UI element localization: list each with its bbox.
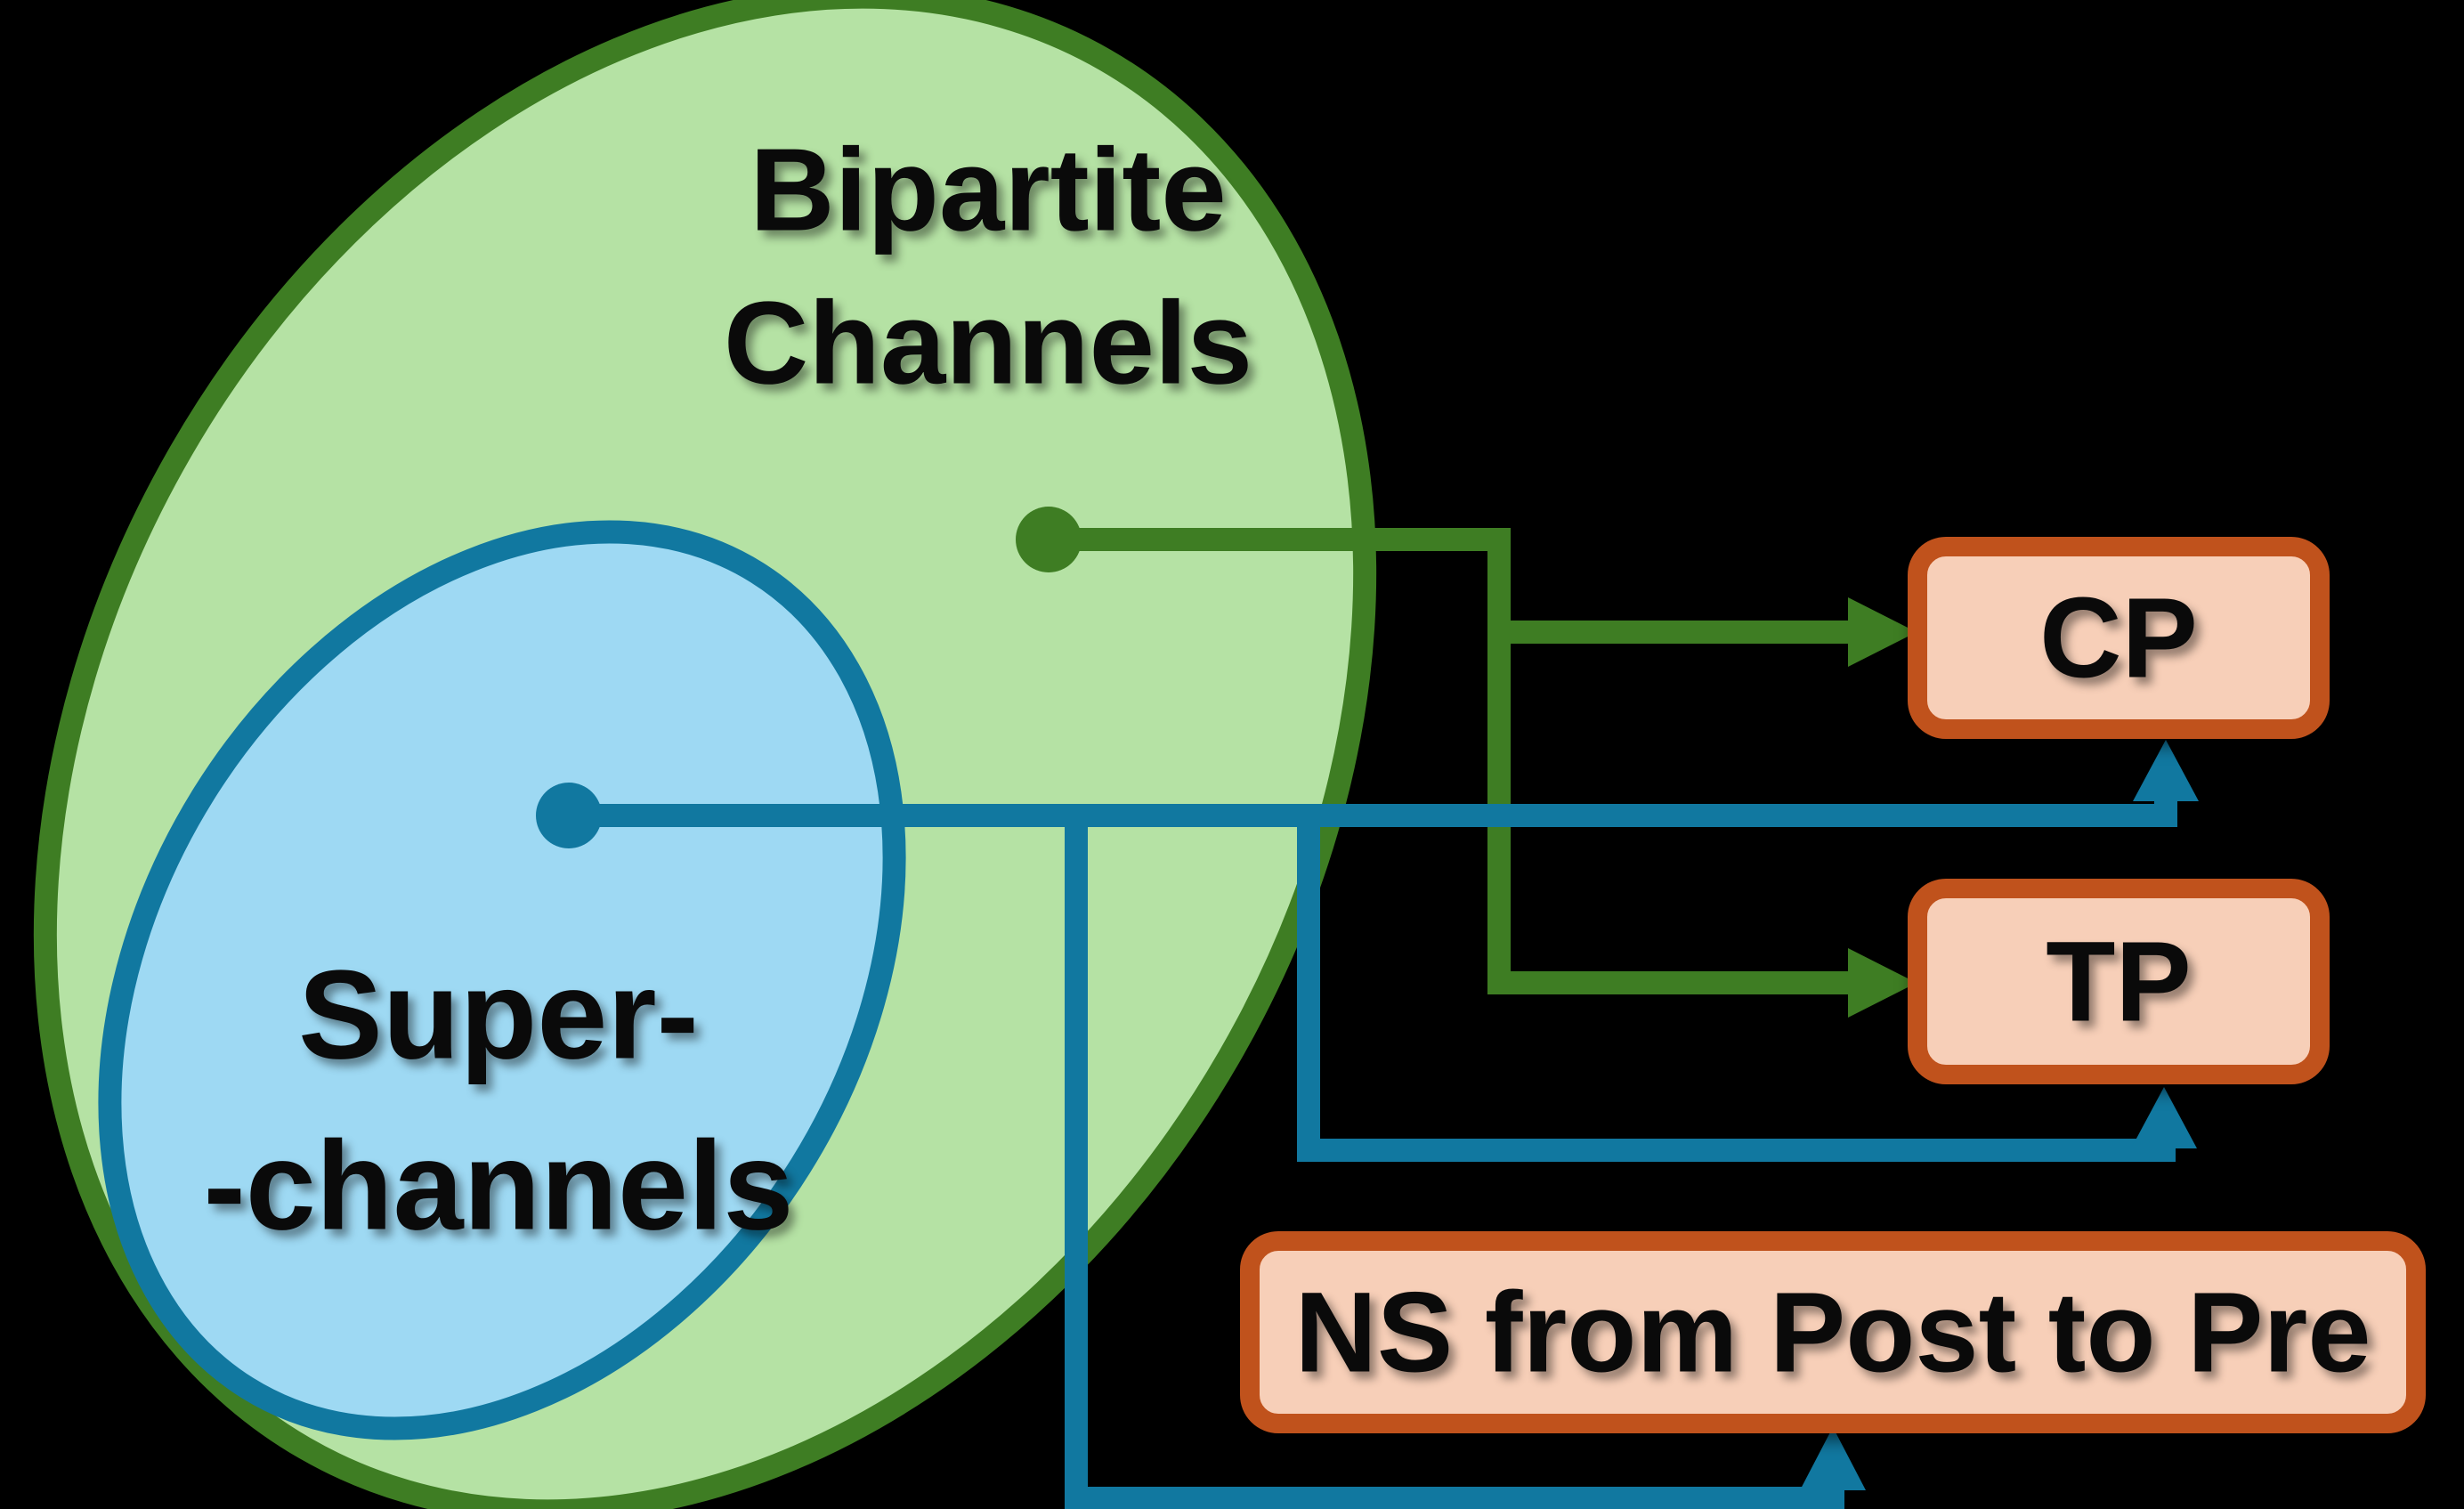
superchannels-label-line1: Super- [298, 945, 699, 1086]
bipartite-label-line2: Channels [724, 278, 1252, 409]
ns-node: NS from Post to Pre [1240, 1231, 2426, 1433]
tp-box [1908, 879, 2330, 1084]
ns-box [1240, 1231, 2426, 1433]
green-connector [1016, 507, 1917, 1018]
blue-connector [536, 740, 2199, 1509]
superchannels-label-line2: -channels [204, 1116, 794, 1257]
tp-node: TP [1908, 879, 2330, 1084]
cp-node: CP [1908, 537, 2330, 739]
blue-branch-to-ns [1065, 815, 1844, 1509]
ns-box-label: NS from Post to Pre [1294, 1270, 2371, 1397]
green-arrowhead-cp [1848, 597, 1917, 667]
blue-arrowhead-tp [2131, 1087, 2197, 1148]
tp-box-label: TP [2046, 919, 2192, 1046]
blue-arrowhead-ns [1800, 1427, 1866, 1490]
cp-box-label: CP [2039, 575, 2198, 702]
blue-arrowhead-cp [2133, 740, 2199, 801]
blue-main-line-to-cp [569, 798, 2177, 827]
green-trunk-line [1049, 528, 1857, 994]
cp-box [1908, 537, 2330, 739]
superchannels-ellipse [98, 520, 906, 1440]
bipartite-label-line1: Bipartite [750, 125, 1226, 256]
green-arrowhead-tp [1848, 948, 1917, 1018]
